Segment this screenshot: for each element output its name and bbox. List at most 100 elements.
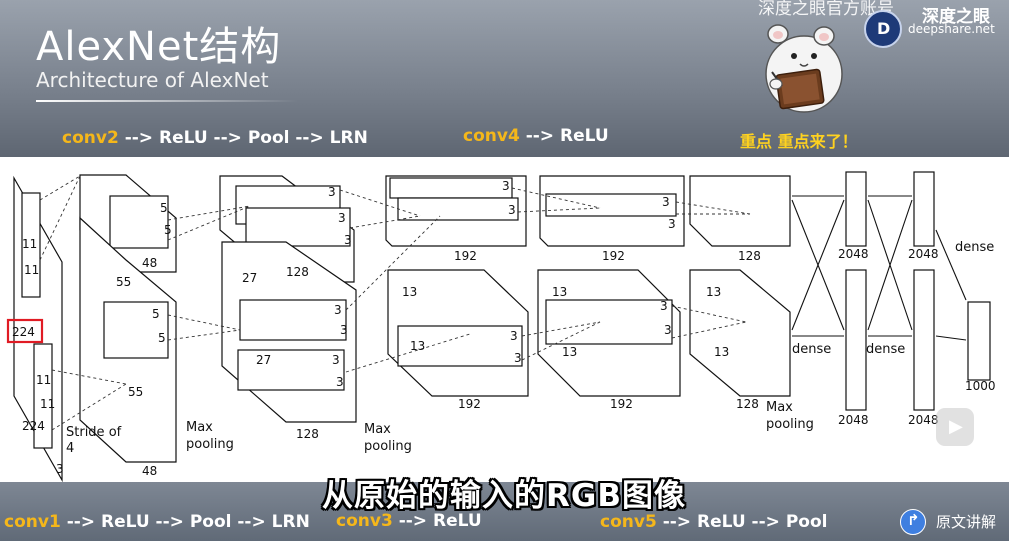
- max-pooling-label-3: Max pooling: [766, 400, 814, 432]
- max-pooling-label-2: Max pooling: [364, 422, 412, 454]
- k5-label-c: 5: [152, 307, 160, 321]
- slide-footer: conv1 --> ReLU --> Pool --> LRN conv3 --…: [0, 482, 1009, 541]
- slide-header: AlexNet结构 Architecture of AlexNet conv2 …: [0, 0, 1009, 157]
- conv1-size-label: 55: [116, 275, 132, 289]
- original-explanation-button[interactable]: ↱ 原文讲解: [898, 507, 1008, 535]
- k5-label-a: 5: [160, 201, 168, 215]
- stage-conv2-ops: --> ReLU --> Pool --> LRN: [118, 128, 368, 148]
- conv3-size-label: 13: [402, 285, 418, 299]
- k3-label-10: 3: [510, 329, 518, 343]
- brand-name: 深度之眼: [922, 7, 990, 27]
- k3-label-14: 3: [660, 299, 668, 313]
- k3-label-12: 3: [662, 195, 670, 209]
- fc6-units-label-b: 2048: [838, 413, 869, 427]
- conv5-depth-label: 128: [738, 249, 761, 263]
- stage-conv1-key: conv1: [4, 512, 61, 532]
- conv5-size-label-b: 13: [714, 345, 730, 359]
- stage-conv1: conv1 --> ReLU --> Pool --> LRN: [4, 512, 310, 532]
- stage-conv4-ops: --> ReLU: [519, 126, 609, 146]
- k5-label-b: 5: [164, 223, 172, 237]
- k3-label-9: 3: [508, 203, 516, 217]
- k3-label-5: 3: [340, 323, 348, 337]
- play-icon: ▶: [949, 416, 963, 437]
- logo-letter: D: [877, 19, 891, 38]
- conv3-depth-label: 192: [454, 249, 477, 263]
- output-block: [967, 301, 991, 381]
- k3-label-7: 3: [336, 375, 344, 389]
- input-size-annotation: [6, 318, 44, 344]
- alexnet-diagram: 224 224 3 11 11 11 11 Stride of 4 55 55 …: [0, 157, 1009, 483]
- stage-conv2: conv2 --> ReLU --> Pool --> LRN: [62, 128, 368, 148]
- k3-label-13: 3: [668, 217, 676, 231]
- play-button[interactable]: ▶: [936, 408, 974, 446]
- fc7-bottom-block: [913, 269, 935, 411]
- alexnet-architecture-figure: [6, 171, 991, 483]
- stage-conv3-ops: --> ReLU: [392, 511, 482, 531]
- conv1-size-label-b: 55: [128, 385, 144, 399]
- conv4-size-label-b: 13: [562, 345, 578, 359]
- fc6-top-block: [845, 171, 867, 247]
- fc6-bottom-block: [845, 269, 867, 411]
- title-underline: [36, 100, 298, 102]
- conv4-depth-label: 192: [602, 249, 625, 263]
- conv5-size-label: 13: [706, 285, 722, 299]
- stage-conv4: conv4 --> ReLU: [463, 126, 609, 146]
- conv4-size-label: 13: [552, 285, 568, 299]
- fc6-units-label: 2048: [838, 247, 869, 261]
- kernel1-label-b: 11: [24, 263, 40, 277]
- k5-label-d: 5: [158, 331, 166, 345]
- input-size-label: 224: [12, 325, 35, 339]
- k3-label-8: 3: [502, 179, 510, 193]
- stage-conv5-key: conv5: [600, 512, 657, 532]
- k3-label-11: 3: [514, 351, 522, 365]
- k3-label-2: 3: [338, 211, 346, 225]
- conv3-depth-label-b: 192: [458, 397, 481, 411]
- kernel1-label-d: 11: [40, 397, 56, 411]
- conv3-size-label-b: 13: [410, 339, 426, 353]
- stage-conv1-ops: --> ReLU --> Pool --> LRN: [60, 512, 310, 532]
- dense-label-1: dense: [792, 342, 832, 357]
- conv5-depth-label-b: 128: [736, 397, 759, 411]
- conv2-size-label: 27: [242, 271, 258, 285]
- deepshare-logo: D: [864, 10, 902, 48]
- stage-conv2-key: conv2: [62, 128, 119, 148]
- original-explanation-label: 原文讲解: [936, 513, 997, 531]
- diagram-labels: 224 224 3 11 11 11 11 Stride of 4 55 55 …: [0, 157, 1009, 482]
- stage-conv5-ops: --> ReLU --> Pool: [656, 512, 828, 532]
- dense-label-2: dense: [866, 342, 906, 357]
- max-pooling-label-1: Max pooling: [186, 420, 234, 452]
- stride-label: Stride of 4: [66, 425, 122, 456]
- conv2-depth-label: 128: [286, 265, 309, 279]
- slide-title: AlexNet结构: [36, 24, 282, 70]
- conv1-depth-label: 48: [142, 256, 158, 270]
- k3-label-3: 3: [344, 233, 352, 247]
- channel-watermark: 深度之眼官方账号: [758, 0, 894, 19]
- kernel1-label-c: 11: [36, 373, 52, 387]
- highlight-note: 重点 重点来了！: [740, 132, 858, 151]
- hamster-mascot-icon: [765, 24, 843, 113]
- stage-conv3: conv3 --> ReLU: [336, 511, 482, 531]
- video-subtitle: 从原始的输入的RGB图像: [322, 478, 686, 514]
- input-size-bottom-label: 224: [22, 419, 45, 433]
- conv4-depth-label-b: 192: [610, 397, 633, 411]
- conv5-top-block: [689, 175, 791, 247]
- k3-label-1: 3: [328, 185, 336, 199]
- stage-conv4-key: conv4: [463, 126, 520, 146]
- stage-conv3-key: conv3: [336, 511, 393, 531]
- share-arrow-icon: ↱: [900, 509, 926, 535]
- conv1-depth-label-b: 48: [142, 464, 158, 478]
- stage-conv5: conv5 --> ReLU --> Pool: [600, 512, 827, 532]
- output-units-label: 1000: [965, 379, 996, 393]
- k3-label-4: 3: [334, 303, 342, 317]
- k3-label-15: 3: [664, 323, 672, 337]
- conv2-depth-label-b: 128: [296, 427, 319, 441]
- brand-url: deepshare.net: [908, 22, 995, 36]
- fc7-units-label: 2048: [908, 247, 939, 261]
- input-depth-label: 3: [56, 462, 64, 476]
- k3-label-6: 3: [332, 353, 340, 367]
- kernel1-label-a: 11: [22, 237, 38, 251]
- dense-label-3: dense: [955, 240, 995, 255]
- slide-subtitle: Architecture of AlexNet: [36, 68, 269, 92]
- fc7-top-block: [913, 171, 935, 247]
- conv2-size-label-b: 27: [256, 353, 272, 367]
